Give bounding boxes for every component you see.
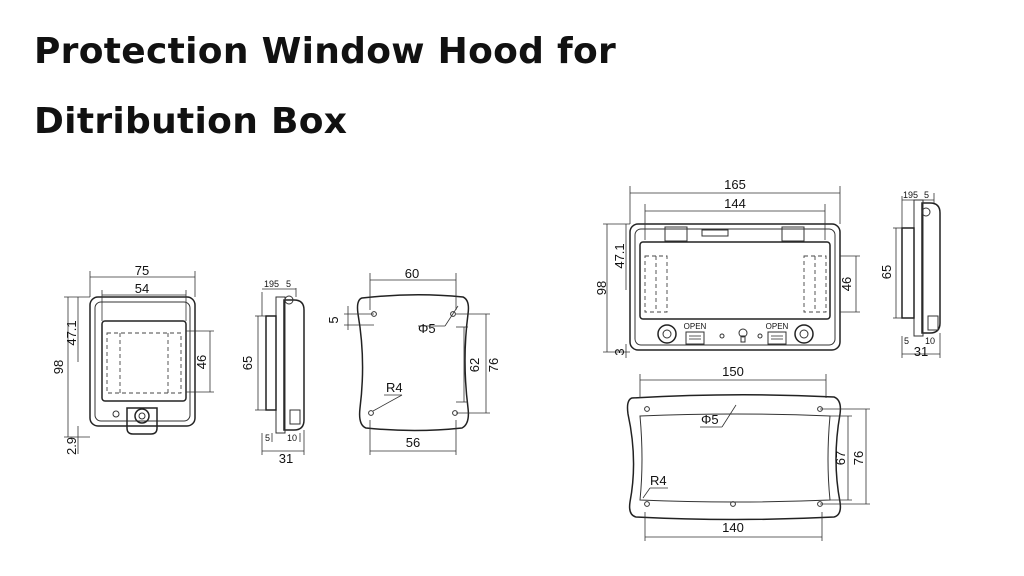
page-title-line-2: Ditribution Box — [34, 101, 348, 142]
large-front-view: OPEN OPEN 165 144 98 47.1 46 3 — [594, 177, 860, 358]
small-front-window: 46 — [194, 355, 209, 369]
small-cutout-width-top: 60 — [405, 266, 419, 281]
large-cutout-view: 150 Φ5 R4 67 76 140 — [626, 364, 870, 541]
large-front-open-left: OPEN — [684, 322, 707, 331]
small-cutout-height-outer: 76 — [486, 358, 501, 372]
large-cutout-radius: R4 — [650, 473, 667, 488]
small-front-view: 75 54 98 47.1 46 2.9 — [51, 263, 214, 455]
large-front-height: 98 — [594, 281, 609, 295]
large-front-open-right: OPEN — [766, 322, 789, 331]
small-side-height: 65 — [240, 356, 255, 370]
small-front-width-inner: 54 — [135, 281, 149, 296]
small-front-width-outer: 75 — [135, 263, 149, 278]
small-front-height: 98 — [51, 360, 66, 374]
large-front-upper: 47.1 — [612, 243, 627, 268]
small-side-top-b: 5 — [286, 279, 291, 289]
large-side-depth: 31 — [914, 344, 928, 359]
large-side-top-b: 5 — [924, 190, 929, 200]
large-front-bottom: 3 — [612, 348, 627, 355]
small-side-depth: 31 — [279, 451, 293, 466]
small-cutout-width-bottom: 56 — [406, 435, 420, 450]
large-side-height: 65 — [879, 265, 894, 279]
large-front-window: 46 — [839, 277, 854, 291]
small-cutout-offset: 5 — [326, 316, 341, 323]
large-cutout-width-bottom: 140 — [722, 520, 744, 535]
large-side-bottom-b: 10 — [925, 336, 935, 346]
large-side-view: 195 5 65 5 10 31 — [879, 190, 941, 359]
large-side-top-a: 195 — [903, 190, 918, 200]
large-cutout-width-top: 150 — [722, 364, 744, 379]
large-cutout-hole: Φ5 — [701, 412, 719, 427]
large-cutout-height-outer: 76 — [851, 451, 866, 465]
small-cutout-hole: Φ5 — [418, 321, 436, 336]
small-front-upper: 47.1 — [64, 320, 79, 345]
small-cutout-height-inner: 62 — [467, 358, 482, 372]
small-front-bottom: 2.9 — [64, 437, 79, 455]
page-title-line-1: Protection Window Hood for — [34, 31, 617, 72]
large-cutout-height-inner: 67 — [833, 451, 848, 465]
small-cutout-radius: R4 — [386, 380, 403, 395]
small-side-top-a: 195 — [264, 279, 279, 289]
large-front-width-inner: 144 — [724, 196, 746, 211]
small-side-bottom-a: 5 — [265, 433, 270, 443]
small-side-view: 195 5 65 5 10 31 — [240, 279, 305, 466]
small-side-bottom-b: 10 — [287, 433, 297, 443]
large-front-width-outer: 165 — [724, 177, 746, 192]
small-cutout-view: 60 5 Φ5 R4 62 76 56 — [326, 266, 501, 455]
large-side-bottom-a: 5 — [904, 336, 909, 346]
